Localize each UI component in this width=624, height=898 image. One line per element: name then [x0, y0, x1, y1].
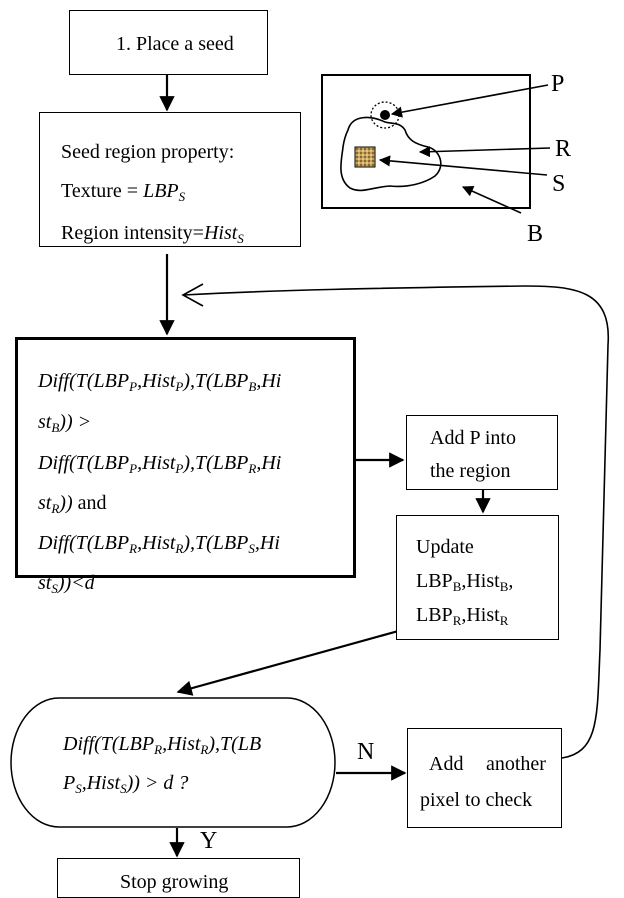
condition-line-1: Diff(T(LBPP,HistP),T(LBPB,Hi — [38, 370, 282, 394]
background-frame — [321, 74, 531, 209]
seed-region-heading: Seed region property: — [61, 141, 235, 163]
condition-line-6: stS))<d — [38, 572, 95, 596]
add-p-box: Add P into the region — [406, 415, 558, 490]
place-seed-box: 1. Place a seed — [69, 10, 268, 75]
loop-back-arrow — [182, 285, 609, 759]
branch-label-yes: Y — [200, 828, 218, 854]
branch-label-no: N — [357, 739, 375, 765]
flow-arrows — [159, 74, 609, 858]
inset-label-s: S — [552, 171, 566, 197]
candidate-pixel-dot — [380, 110, 390, 120]
intensity-line: Region intensity=HistS — [61, 222, 244, 246]
pointer-b — [461, 186, 522, 214]
place-seed-text: 1. Place a seed — [116, 33, 234, 55]
pointer-p — [390, 84, 549, 118]
add-p-line-2: the region — [430, 460, 511, 482]
arrow-update-to-decision — [176, 628, 403, 696]
inset-label-b: B — [527, 221, 544, 247]
update-line-3: LBPR,HistR — [416, 604, 509, 628]
add-another-word-2: another — [486, 753, 546, 775]
region-inset — [321, 74, 551, 214]
decision-line-1: Diff(T(LBPR,HistR),T(LB — [63, 733, 262, 757]
region-outline — [340, 116, 442, 192]
seed-texture-patch — [354, 146, 376, 168]
add-another-line-2: pixel to check — [420, 789, 533, 811]
condition-line-5: Diff(T(LBPR,HistR),T(LBPS,Hi — [38, 532, 280, 556]
stop-growing-box: Stop growing — [57, 858, 300, 898]
add-another-box: Add another pixel to check — [407, 728, 562, 828]
stop-growing-text: Stop growing — [120, 871, 229, 893]
loop-back-arrowhead — [181, 283, 204, 307]
update-box: Update LBPB,HistB, LBPR,HistR — [396, 515, 559, 640]
pointer-s — [378, 155, 548, 176]
update-title: Update — [416, 536, 474, 558]
inset-label-r: R — [555, 136, 572, 162]
condition-line-2: stB)) > — [38, 411, 92, 435]
add-another-word-1: Add — [429, 753, 464, 775]
texture-line: Texture = LBPS — [61, 180, 186, 204]
condition-box: Diff(T(LBPP,HistP),T(LBPB,Hi stB)) > Dif… — [15, 337, 356, 595]
update-line-2: LBPB,HistB, — [416, 570, 514, 594]
pointer-r — [418, 146, 551, 158]
condition-line-3: Diff(T(LBPP,HistP),T(LBPR,Hi — [38, 452, 282, 476]
decision-line-2: PS,HistS)) > d ? — [63, 772, 189, 796]
inset-label-p: P — [551, 71, 565, 97]
seed-region-box: Seed region property: Texture = LBPS Reg… — [39, 112, 301, 247]
add-p-line-1: Add P into — [430, 427, 516, 449]
decision-terminator — [10, 697, 336, 828]
condition-line-4: stR)) and — [38, 492, 107, 516]
